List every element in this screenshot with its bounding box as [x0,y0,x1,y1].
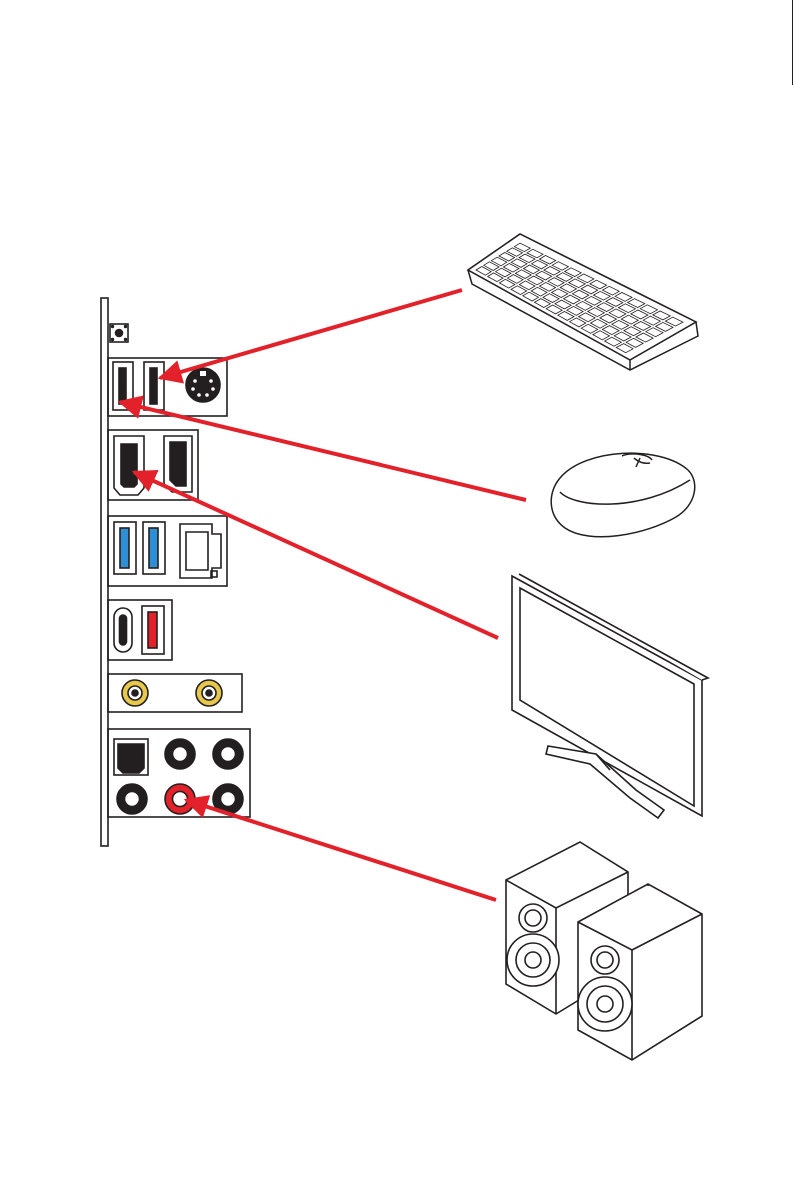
optical-spdif-port [114,739,148,775]
usb-ps2-block [108,358,227,416]
usb-port [142,606,164,654]
speakers-icon [506,842,702,1060]
displayport-port [164,436,192,492]
usb-c-port [114,608,132,652]
hdmi-port [114,436,144,495]
wifi-antenna-connector [122,680,148,706]
mouse-icon [551,453,695,537]
wifi-antenna-connector [196,680,222,706]
line-out-jack [165,784,195,814]
audio-jack [213,739,243,769]
usbc-usb-block [108,600,172,660]
usb3-lan-block [108,516,227,586]
audio-jack [165,739,195,769]
lan-port [180,524,221,578]
arrow-keyboard-to-usb [160,290,462,378]
monitor-icon [512,574,708,818]
io-panel [101,298,250,846]
io-bracket [101,298,108,846]
audio-block [108,729,250,817]
arrow-speakers-to-line-out [186,800,496,900]
arrow-monitor-to-hdmi [134,472,498,638]
audio-jack [117,784,147,814]
video-block [108,430,198,500]
antenna-block [108,674,242,712]
ps2-port [186,368,220,402]
keyboard-icon [468,234,698,370]
clear-cmos-button [110,324,128,342]
